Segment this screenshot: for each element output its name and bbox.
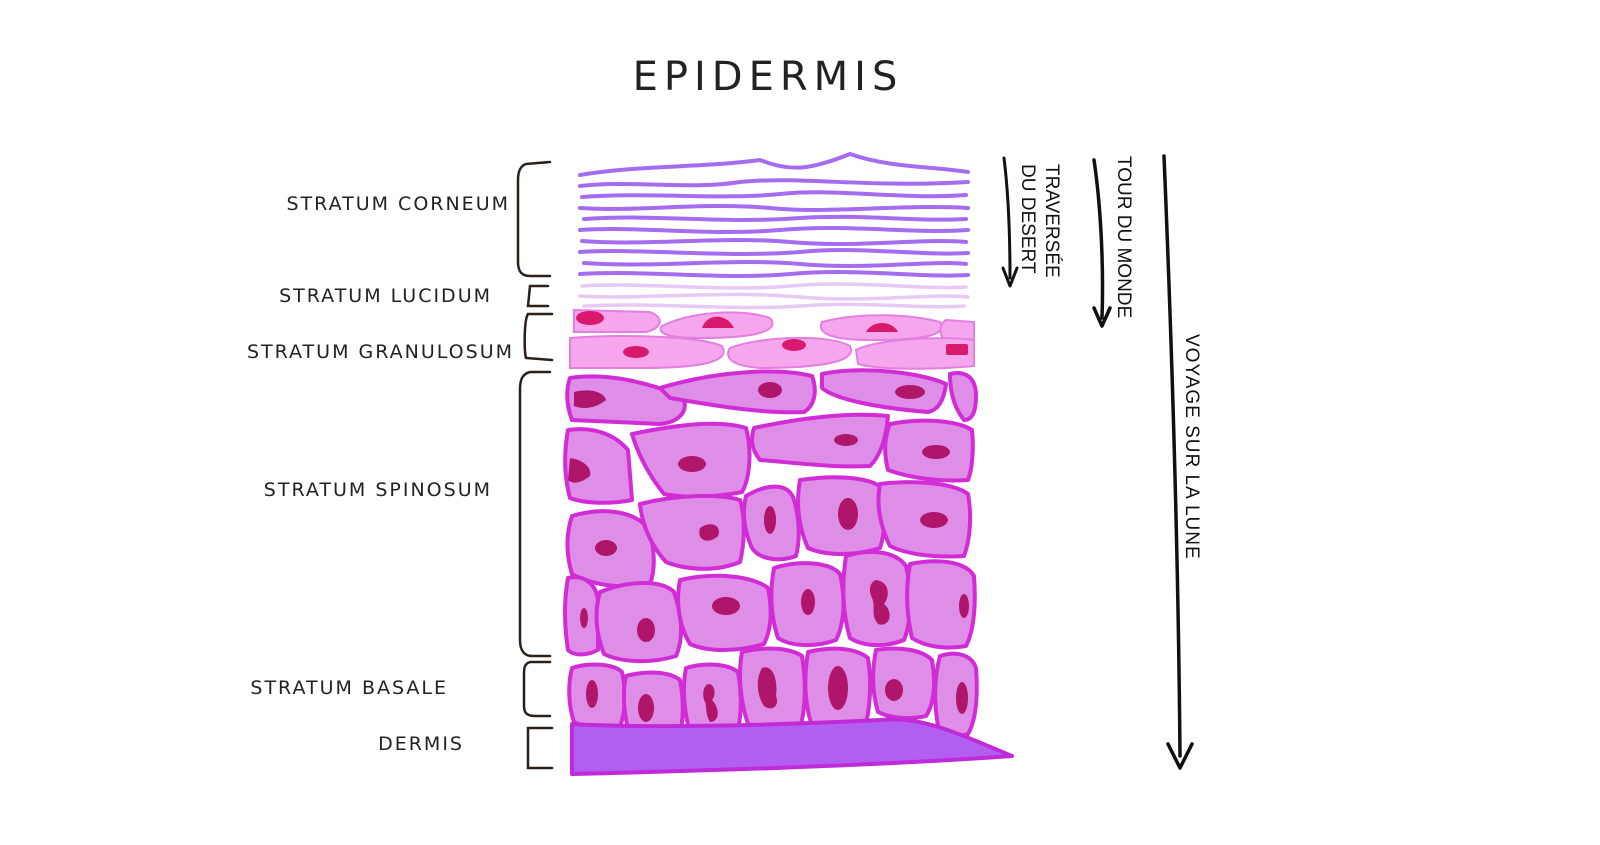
bracket-dermis xyxy=(526,726,554,770)
stratum-spinosum-layer xyxy=(563,368,978,664)
label-stratum-basale: STRATUM BASALE xyxy=(250,677,448,699)
diagram-title: EPIDERMIS xyxy=(633,54,904,100)
label-voyage-sur-la-lune: VOYAGE SUR LA LUNE xyxy=(1181,334,1202,560)
stratum-lucidum-layer xyxy=(578,282,970,310)
label-dermis: DERMIS xyxy=(378,733,464,755)
label-stratum-corneum: STRATUM CORNEUM xyxy=(286,193,510,215)
bracket-basale xyxy=(522,660,552,718)
arrow-traversee-du-desert xyxy=(1001,156,1019,288)
label-du-desert: DU DESERT xyxy=(1017,164,1038,274)
label-stratum-granulosum: STRATUM GRANULOSUM xyxy=(247,341,514,363)
layer-brackets xyxy=(516,160,554,770)
arrow-tour-du-monde xyxy=(1092,158,1112,328)
dermis-layer xyxy=(570,717,1014,776)
bracket-spinosum xyxy=(518,370,552,658)
stratum-corneum-layer xyxy=(578,151,970,278)
arrow-voyage-sur-la-lune xyxy=(1162,154,1194,770)
label-tour-du-monde: TOUR DU MONDE xyxy=(1113,156,1134,318)
bracket-granulosum xyxy=(523,312,554,362)
stratum-granulosum-layer xyxy=(569,308,975,370)
bracket-lucidum xyxy=(526,284,550,308)
label-stratum-lucidum: STRATUM LUCIDUM xyxy=(279,285,492,307)
bracket-corneum xyxy=(516,160,552,278)
label-traversee: TRAVERSÉE xyxy=(1041,164,1062,278)
label-stratum-spinosum: STRATUM SPINOSUM xyxy=(264,479,492,501)
stratum-basale-layer xyxy=(567,646,979,745)
